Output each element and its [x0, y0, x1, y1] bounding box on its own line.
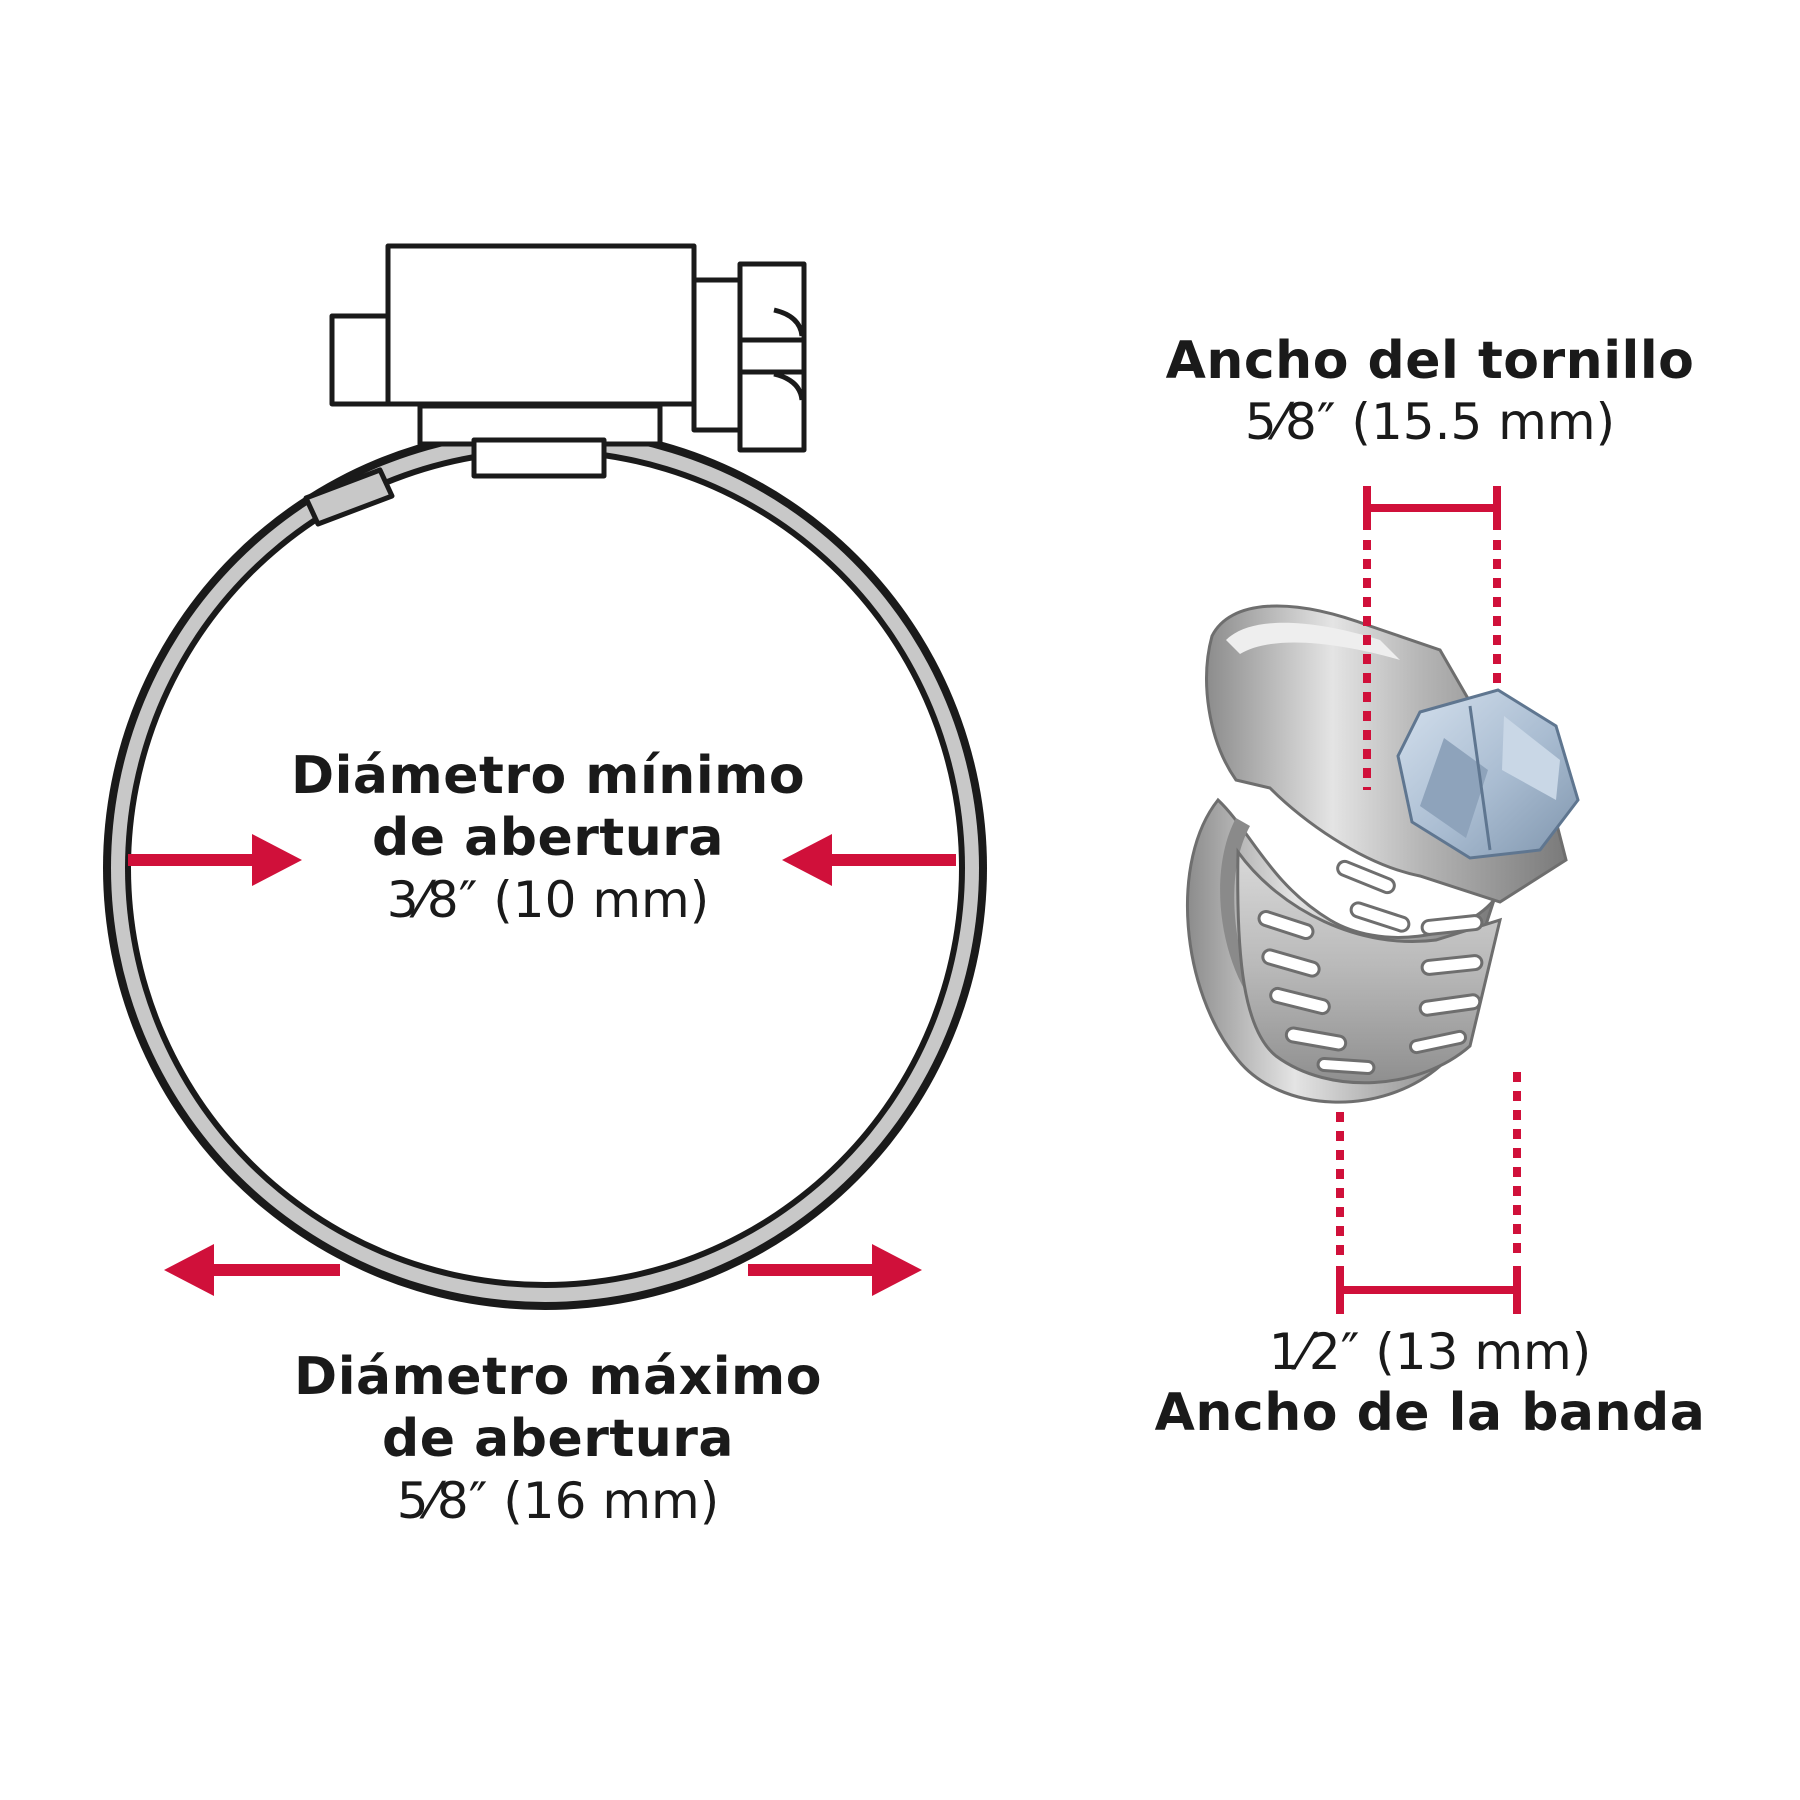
- band-width-indicator: [1336, 1072, 1521, 1314]
- hose-clamp-outline-icon: [103, 243, 987, 1310]
- housing-top-highlight: [1226, 622, 1400, 660]
- band-width-label: 1⁄2″ (13 mm) Ancho de la banda: [1130, 1322, 1730, 1444]
- screw-width-indicator: [1363, 486, 1501, 790]
- min-diameter-label: Diámetro mínimo de abertura 3⁄8″ (10 mm): [258, 745, 838, 930]
- band-width-title: Ancho de la banda: [1154, 1383, 1706, 1443]
- min-diameter-title-line2: de abertura: [372, 808, 724, 869]
- min-diameter-value: 3⁄8″ (10 mm): [386, 870, 710, 929]
- min-diameter-arrows: [128, 834, 956, 886]
- screw-head-slots: [740, 307, 805, 401]
- max-diameter-title-line2: de abertura: [382, 1409, 734, 1470]
- hose-clamp-photo-icon: [1185, 604, 1580, 1104]
- screw-width-label: Ancho del tornillo 5⁄8″ (15.5 mm): [1130, 330, 1730, 452]
- max-diameter-arrows: [164, 1244, 922, 1296]
- clamp-band-inner: [1220, 818, 1258, 1010]
- screw-width-title: Ancho del tornillo: [1165, 331, 1695, 391]
- screw-hex-head-icon: [1396, 688, 1580, 860]
- max-diameter-label: Diámetro máximo de abertura 5⁄8″ (16 mm): [258, 1346, 858, 1531]
- band-end-tab: [303, 467, 395, 527]
- max-diameter-value: 5⁄8″ (16 mm): [396, 1471, 720, 1530]
- band-perforations: [1257, 859, 1484, 1076]
- clamp-housing: [329, 243, 807, 479]
- band-width-value: 1⁄2″ (13 mm): [1268, 1323, 1592, 1381]
- min-diameter-title-line1: Diámetro mínimo: [290, 746, 806, 806]
- screw-width-value: 5⁄8″ (15.5 mm): [1244, 393, 1616, 452]
- max-diameter-title-line1: Diámetro máximo: [294, 1347, 822, 1407]
- clamp-band-front: [1236, 847, 1503, 1085]
- clamp-band-ring: [103, 426, 987, 1310]
